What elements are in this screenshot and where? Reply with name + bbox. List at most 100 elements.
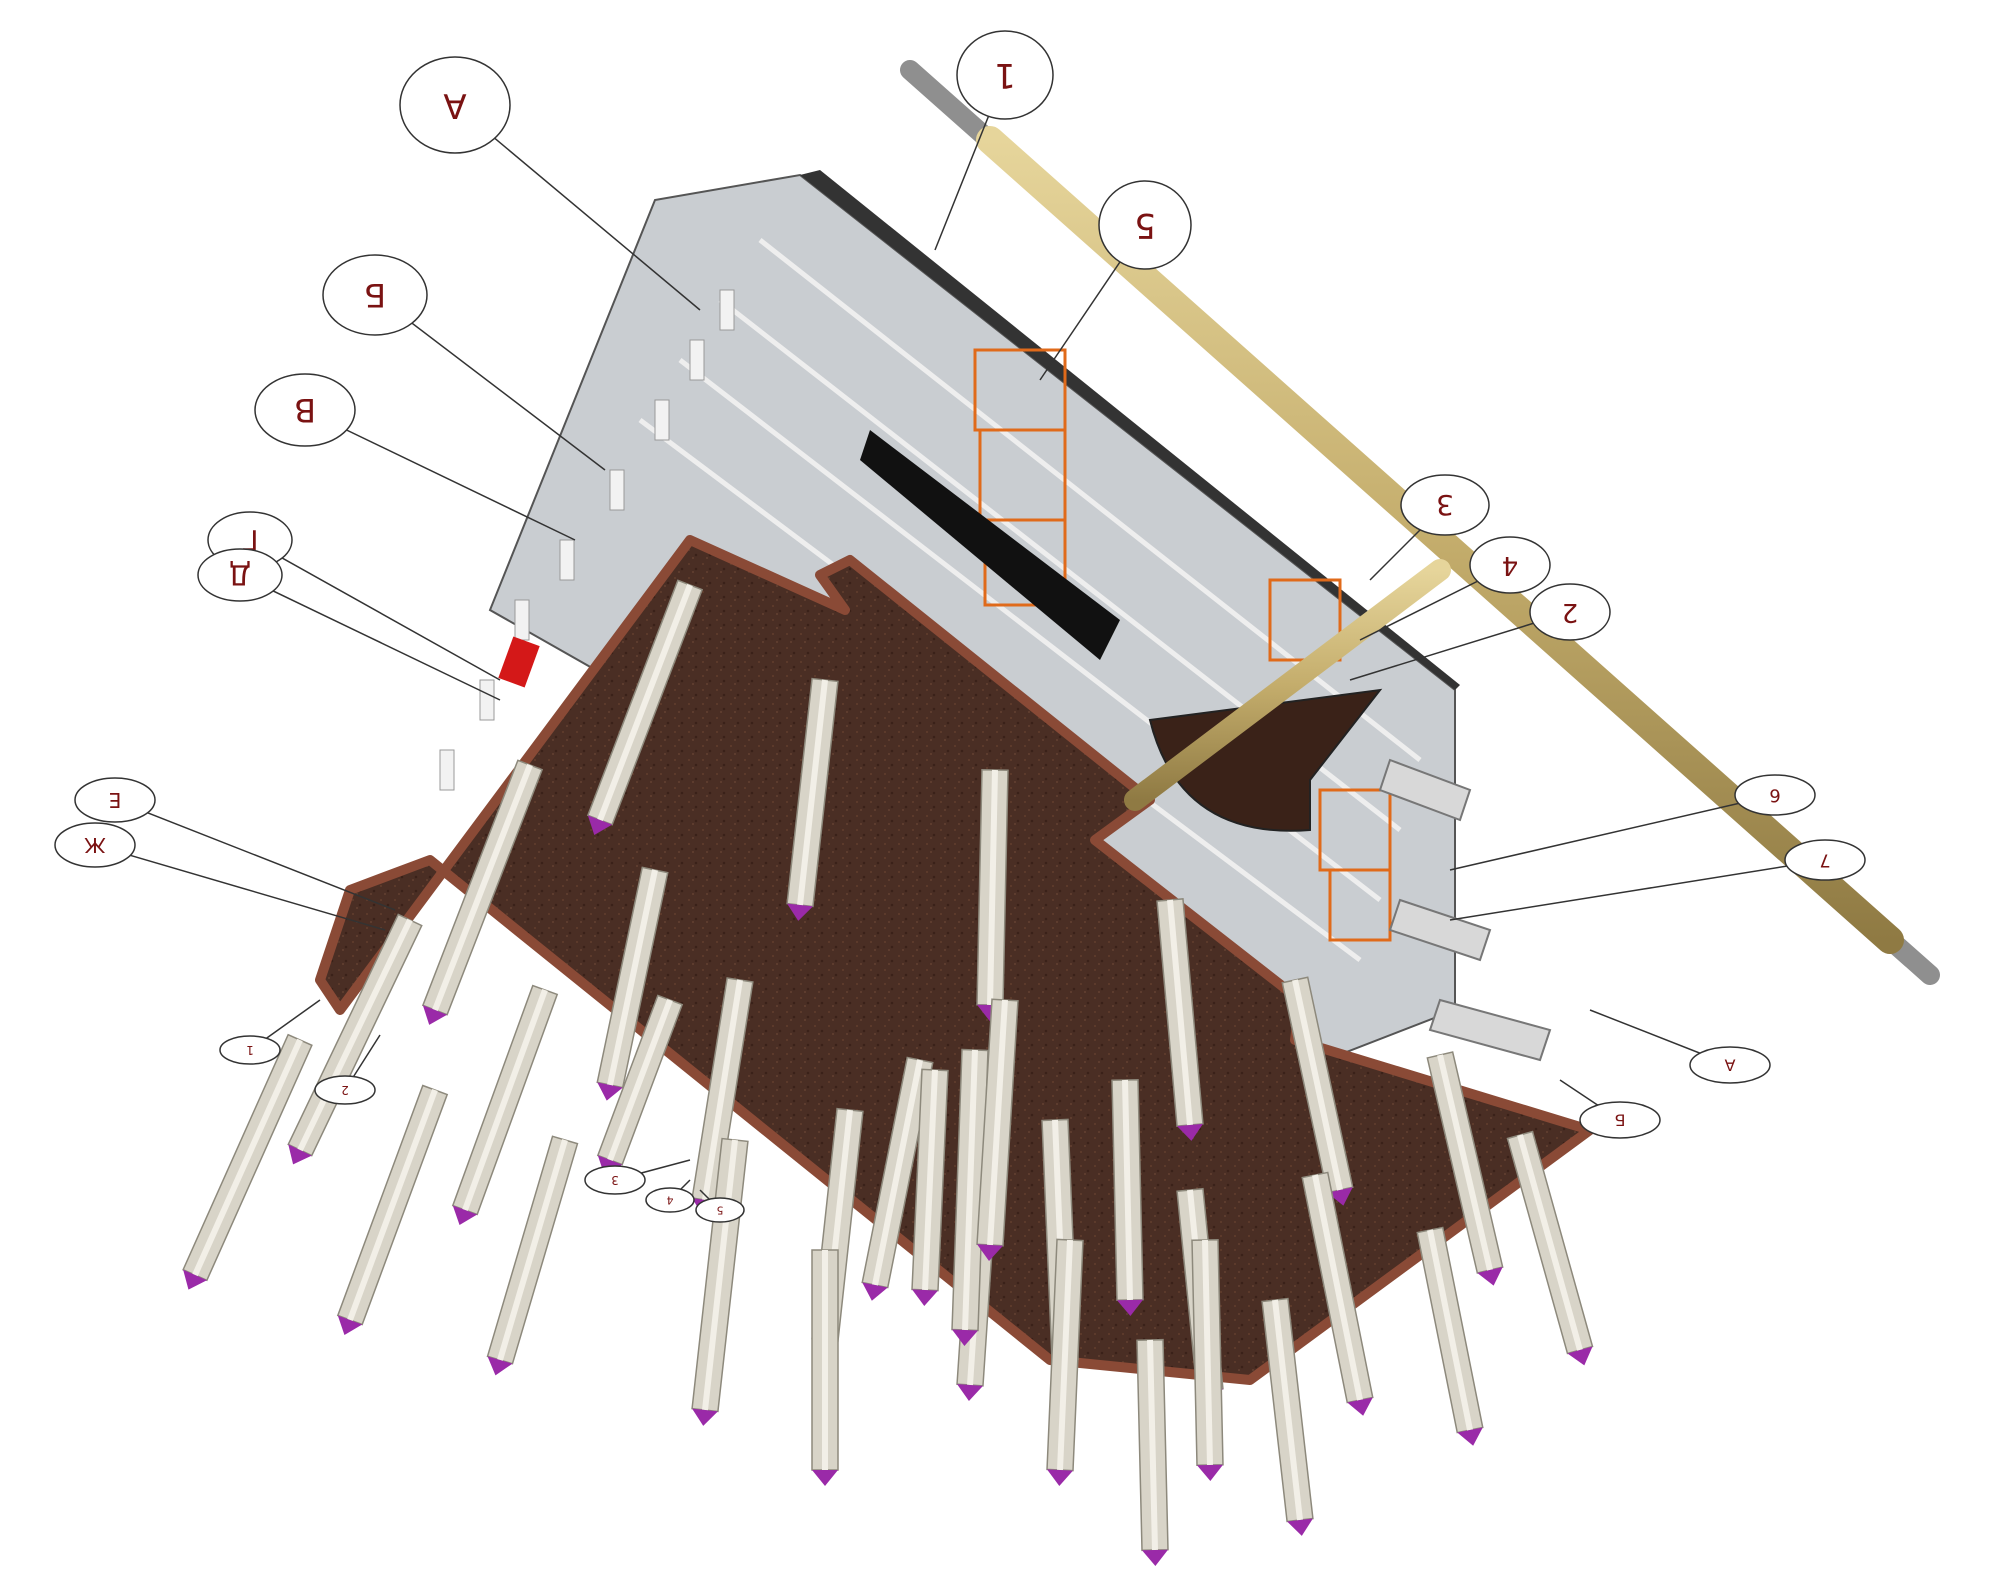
pile-tip	[1347, 1397, 1373, 1416]
pile-tip	[1567, 1346, 1593, 1366]
axis-label-b5: 5	[695, 1189, 745, 1223]
pile-tip	[183, 1269, 207, 1290]
axis-bubble	[1734, 774, 1816, 816]
axis-label-7r: 7	[1449, 839, 1866, 921]
pile	[1136, 1338, 1169, 1566]
axis-label-text: 3	[1436, 489, 1454, 522]
pile-highlight	[1312, 1174, 1363, 1401]
pile-tip	[862, 1282, 888, 1301]
axis-bubble	[314, 1075, 376, 1105]
pile-highlight	[1202, 1239, 1213, 1466]
axis-bubble	[1689, 1046, 1771, 1084]
pile-highlight	[987, 999, 1008, 1246]
pile-tip	[1477, 1267, 1503, 1286]
axis-bubble	[254, 373, 356, 447]
axis-label-6r: 6	[1449, 774, 1816, 871]
axis-label-b3: 3	[584, 1159, 691, 1195]
pile-highlight	[1167, 899, 1193, 1126]
pile-tip	[787, 903, 813, 921]
axis-leader-line	[374, 294, 606, 471]
axis-bubble	[1098, 180, 1192, 270]
axis-label-text: 1	[246, 1043, 254, 1057]
pipe-branch	[1124, 559, 1451, 811]
pile-tip	[957, 1384, 983, 1401]
pile	[1111, 1078, 1144, 1316]
axis-leader-line	[239, 574, 501, 701]
axis-bubble	[956, 30, 1054, 120]
balconies	[1378, 758, 1552, 1062]
pile-tip	[587, 815, 613, 835]
axis-label-text: Е	[109, 788, 122, 812]
pile	[1156, 898, 1204, 1141]
pile-highlight	[607, 869, 658, 1086]
axis-bubble	[74, 777, 156, 823]
pile-highlight	[297, 918, 413, 1152]
axis-bubble	[54, 822, 136, 868]
axis-leader-line	[304, 409, 576, 541]
axis-label-text: 5	[1134, 205, 1156, 245]
pile-highlight	[1292, 979, 1343, 1191]
pile-highlight	[702, 979, 743, 1201]
pile-highlight	[1147, 1339, 1158, 1551]
axis-bubble	[584, 1165, 646, 1195]
axis-bubble	[1529, 583, 1611, 641]
red-equipment-box	[498, 636, 540, 688]
pile-tip	[1287, 1518, 1313, 1536]
axis-label-E: Е	[74, 777, 396, 911]
axis-label-text: 7	[1819, 850, 1830, 871]
pile-highlight	[1122, 1079, 1133, 1301]
pile	[1301, 1171, 1374, 1416]
pile-tip	[1142, 1549, 1168, 1566]
pile-tip	[452, 1205, 478, 1226]
axis-bubble	[1784, 839, 1866, 881]
axis-label-b2: 2	[314, 1034, 381, 1105]
pile-tip	[1197, 1464, 1223, 1481]
pile-tip	[288, 1144, 312, 1165]
pile	[811, 1249, 839, 1486]
hatch-element	[1148, 688, 1383, 832]
axis-label-ZH: Ж	[54, 822, 386, 931]
pile-tip	[1327, 1187, 1353, 1206]
pile-highlight	[987, 769, 998, 1006]
axis-label-text: 2	[1562, 597, 1579, 627]
pile-tip	[1177, 1123, 1203, 1141]
pile-tip	[337, 1315, 363, 1336]
axis-label-V: В	[254, 373, 576, 541]
pile	[976, 998, 1019, 1261]
pile-highlight	[607, 998, 673, 1162]
pile	[1191, 1238, 1224, 1481]
pile	[861, 1056, 934, 1301]
axis-label-text: 1	[994, 55, 1016, 95]
pile-group	[182, 579, 1594, 1566]
pile-highlight	[872, 1059, 923, 1286]
axis-label-text: 4	[667, 1194, 674, 1207]
pile-tip	[1117, 1299, 1143, 1316]
pile-tip	[977, 1244, 1003, 1261]
axis-leader-line	[249, 539, 501, 681]
axis-label-bB: Б	[1559, 1079, 1661, 1139]
axis-bubble	[1579, 1101, 1661, 1139]
axis-label-text: Г	[241, 524, 258, 557]
pile-tip	[812, 1470, 838, 1486]
axis-label-1: 1	[934, 30, 1054, 251]
pile-highlight	[347, 1088, 438, 1322]
pile-highlight	[1517, 1134, 1583, 1351]
pile	[421, 759, 544, 1025]
axis-bubble	[645, 1187, 695, 1213]
axis-leader-line	[1449, 794, 1776, 871]
pile-highlight	[1437, 1054, 1493, 1271]
pile	[1506, 1130, 1594, 1366]
pile-highlight	[922, 1069, 938, 1291]
pile-highlight	[497, 1139, 568, 1361]
pile	[1046, 1238, 1084, 1486]
pile-tip	[692, 1408, 718, 1426]
axis-leader-line	[454, 104, 701, 311]
axis-label-text: 2	[341, 1083, 349, 1097]
axis-label-text: 3	[611, 1173, 619, 1187]
axis-label-text: В	[294, 391, 316, 429]
pile-highlight	[1427, 1229, 1473, 1431]
axis-bubble	[322, 254, 428, 336]
pile-tip	[1457, 1427, 1483, 1446]
axis-label-B6: Б	[322, 254, 606, 471]
